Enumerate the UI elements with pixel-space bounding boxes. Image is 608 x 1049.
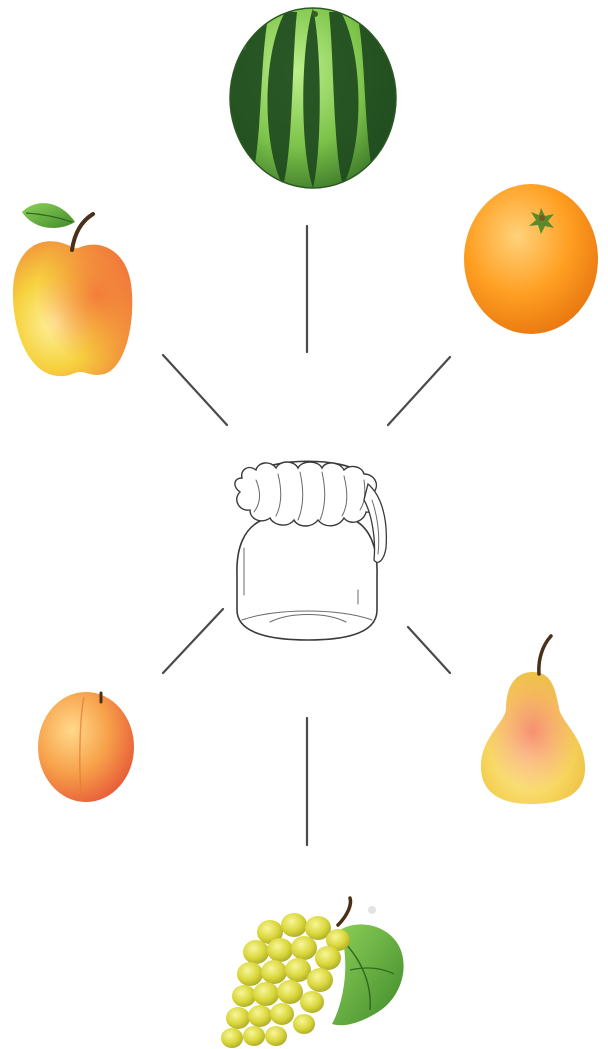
connector-lines — [163, 226, 450, 845]
connector-pear — [408, 627, 450, 673]
jam-jar-icon — [235, 461, 386, 640]
orange-icon — [464, 184, 598, 334]
connector-orange — [388, 357, 450, 425]
apple-icon — [13, 203, 132, 376]
grapes-icon — [221, 898, 404, 1048]
apricot-icon — [38, 692, 134, 802]
watermelon-icon — [225, 8, 401, 188]
pear-icon — [481, 636, 585, 804]
connector-apple — [163, 355, 227, 425]
connector-apricot — [163, 609, 223, 673]
